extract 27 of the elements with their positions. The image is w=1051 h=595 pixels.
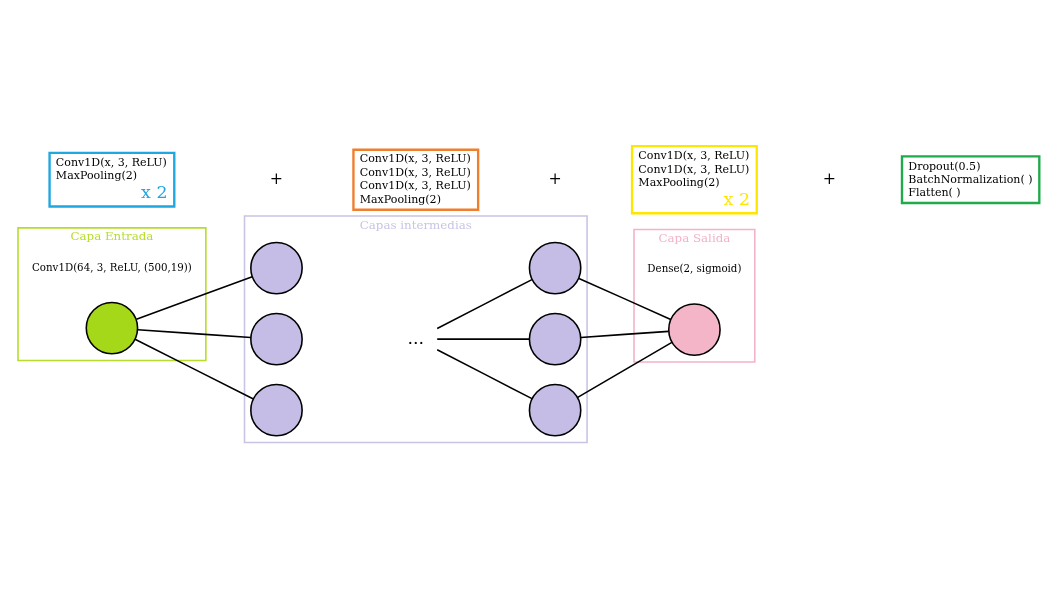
connector <box>134 338 255 400</box>
label: + <box>269 168 284 188</box>
connector <box>576 341 673 399</box>
node-box: Conv1D(x, 3, ReLU) Conv1D(x, 3, ReLU) Conv1D(x, 3, ReLU) MaxPooling(2) <box>352 148 480 211</box>
node-circle <box>528 241 582 295</box>
node-circle <box>528 383 582 437</box>
node-circle <box>85 301 139 355</box>
label: + <box>822 168 836 188</box>
node-box: Conv1D(x, 3, ReLU) Conv1D(x, 3, ReLU) MaxPooling(2) x 2 <box>630 144 758 215</box>
connector <box>436 338 531 340</box>
connector <box>436 348 533 400</box>
node-label: Conv1D(64, 3, ReLU, (500,19)) <box>31 260 192 273</box>
node-label: Dense(2, sigmoid) <box>647 262 742 275</box>
connector <box>580 330 670 339</box>
connector <box>436 278 533 330</box>
connector <box>135 275 253 321</box>
node-box: Conv1D(x, 3, ReLU) MaxPooling(2) x 2 <box>48 151 176 208</box>
node-text: ... <box>407 327 425 348</box>
connector <box>578 277 672 321</box>
node-circle <box>250 383 303 437</box>
connector <box>137 329 252 339</box>
node-circle <box>528 312 582 366</box>
node-circle <box>667 303 721 357</box>
node-circle <box>250 312 303 366</box>
node-box: Dropout(0.5) BatchNormalization( ) Flatten( ) <box>900 155 1041 205</box>
node-circle <box>250 241 303 295</box>
label: + <box>548 168 562 188</box>
